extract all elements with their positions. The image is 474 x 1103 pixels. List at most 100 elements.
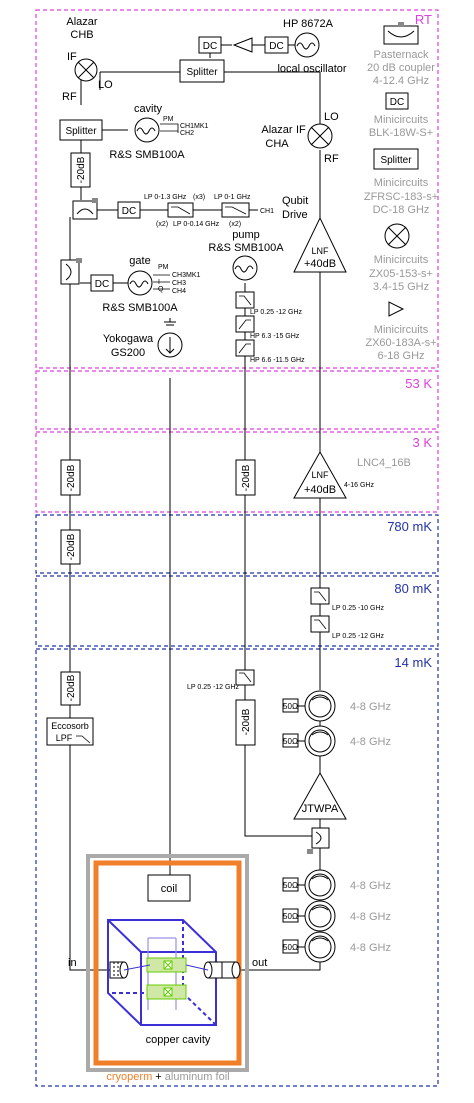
attenuator-780mk: -20dB bbox=[60, 529, 81, 565]
legend-amp-1: Minicircuits bbox=[374, 324, 429, 336]
load-5: 50Ω bbox=[282, 939, 299, 954]
filter-x2a: (x2) bbox=[156, 221, 168, 228]
load-2: 50Ω bbox=[282, 733, 299, 748]
hp-oscillator-icon bbox=[294, 32, 320, 58]
svg-text:-20dB: -20dB bbox=[66, 464, 77, 491]
cavity-port-ch2: CH2 bbox=[180, 130, 194, 137]
svg-text:DC: DC bbox=[269, 41, 283, 52]
gate-port-q: Q bbox=[158, 286, 164, 293]
isolator-3-band: 4-8 GHz bbox=[350, 880, 391, 892]
mixer-chb-rf: RF bbox=[62, 91, 77, 103]
svg-text:Splitter: Splitter bbox=[65, 126, 97, 137]
svg-text:JTWPA: JTWPA bbox=[302, 803, 339, 815]
yokogawa-line2: GS200 bbox=[111, 347, 145, 359]
gate-port-pm: PM bbox=[158, 264, 169, 271]
legend-coupler-3: 4-12.4 GHz bbox=[373, 75, 429, 87]
filter-lp-0-1.3: LP 0-1.3 GHz bbox=[144, 194, 187, 201]
pump-filter-hp1 bbox=[235, 315, 255, 333]
legend-splitter-1: Minicircuits bbox=[374, 177, 429, 189]
shield-label-plus: + bbox=[152, 1071, 165, 1083]
gate-dc-block: DC bbox=[90, 274, 114, 292]
hp-title: HP 8672A bbox=[283, 18, 334, 30]
jtwpa-amplifier: JTWPA bbox=[293, 771, 347, 820]
attenuator-3k-left: -20dB bbox=[60, 459, 81, 496]
svg-text:LNF: LNF bbox=[311, 246, 329, 256]
legend-coupler-icon bbox=[383, 22, 419, 45]
output-filter-lp2 bbox=[310, 615, 330, 633]
alazar-chb-line1: Alazar bbox=[66, 16, 98, 28]
stage-53k-box bbox=[35, 370, 439, 430]
copper-cavity-label: copper cavity bbox=[146, 1034, 211, 1046]
svg-text:50Ω: 50Ω bbox=[283, 881, 298, 890]
cavity-source-model: R&S SMB100A bbox=[109, 149, 185, 161]
legend-splitter-icon: Splitter bbox=[373, 148, 419, 170]
pump-lp-label: LP 0.25 -12 GHz bbox=[250, 309, 303, 316]
cavity-port-pm: PM bbox=[163, 116, 174, 123]
splitter-cavity: Splitter bbox=[59, 119, 103, 141]
stage-780mk-box bbox=[35, 514, 439, 574]
alazar-cha-line2: CHA bbox=[265, 138, 289, 150]
svg-text:LPF: LPF bbox=[56, 733, 73, 743]
isolator-4 bbox=[304, 900, 336, 932]
svg-text:+40dB: +40dB bbox=[304, 258, 336, 270]
output-label: out bbox=[252, 957, 267, 969]
gate-port-ch3mk1: CH3MK1 bbox=[172, 272, 201, 279]
filter-x2b: (x2) bbox=[229, 221, 241, 228]
hp-amplifier-icon bbox=[232, 37, 253, 53]
yokogawa-line1: Yokogawa bbox=[103, 333, 154, 345]
svg-text:+40dB: +40dB bbox=[304, 484, 336, 496]
coupler-pump-14mk bbox=[307, 827, 330, 854]
svg-text:50Ω: 50Ω bbox=[283, 737, 298, 746]
pump-filter-lp bbox=[235, 291, 255, 309]
legend-mixer-2: ZX05-153-s+ bbox=[369, 268, 433, 280]
cavity-source-icon bbox=[134, 117, 160, 143]
isolator-1-band: 4-8 GHz bbox=[350, 701, 391, 713]
stage-80mk-box bbox=[35, 575, 439, 647]
pump-label-2: R&S SMB100A bbox=[208, 242, 284, 254]
legend-dc-2: BLK-18W-S+ bbox=[369, 127, 433, 139]
stage-rt-label: RT bbox=[415, 12, 432, 27]
legend-coupler-2: 20 dB coupler bbox=[367, 62, 435, 74]
svg-text:-20dB: -20dB bbox=[241, 464, 252, 491]
isolator-4-band: 4-8 GHz bbox=[350, 911, 391, 923]
pump-hp1-label: HP 6.3 -15 GHz bbox=[250, 333, 300, 340]
pump-hp2-label: HP 6.6 -11.5 GHz bbox=[250, 357, 305, 364]
legend-splitter-2: ZFRSC-183-s+ bbox=[364, 191, 438, 203]
filter-x3: (x3) bbox=[193, 194, 205, 201]
isolator-2-band: 4-8 GHz bbox=[350, 736, 391, 748]
legend-mixer-icon bbox=[384, 223, 410, 249]
lnc4-band: 4-16 GHz bbox=[344, 482, 374, 489]
cavity-port-ch1mk1: CH1MK1 bbox=[180, 123, 209, 130]
output-lp1-label: LP 0.25 -10 GHz bbox=[332, 605, 385, 612]
svg-text:50Ω: 50Ω bbox=[283, 943, 298, 952]
signal-wires bbox=[69, 44, 321, 971]
gate-port-ch3: CH3 bbox=[172, 280, 186, 287]
hp-dc-block: DC bbox=[264, 36, 289, 54]
drive-port-ch1: CH1 bbox=[260, 208, 274, 215]
svg-text:50Ω: 50Ω bbox=[283, 912, 298, 921]
cryoperm-shield bbox=[93, 860, 242, 1066]
legend-dc-icon: DC bbox=[385, 92, 409, 110]
mixer-chb-lo: LO bbox=[98, 79, 113, 91]
filter-lp-0-0.14: LP 0-0.14 GHz bbox=[173, 221, 220, 228]
stage-53k-label: 53 K bbox=[405, 376, 432, 391]
gate-label: gate bbox=[129, 255, 150, 267]
load-4: 50Ω bbox=[282, 908, 299, 923]
shield-label-cryoperm: cryoperm bbox=[106, 1071, 152, 1083]
stage-3k-label: 3 K bbox=[412, 435, 432, 450]
lnc4-label: LNC4_16B bbox=[357, 457, 411, 469]
coupler-drive bbox=[72, 198, 98, 220]
pump-label-1: pump bbox=[232, 229, 260, 241]
yokogawa-current-source-icon bbox=[157, 318, 183, 358]
legend-amp-2: ZX60-183A-s+ bbox=[365, 337, 436, 349]
pump-14mk-lp-label: LP 0.25 -12 GHz bbox=[187, 684, 240, 691]
mixer-cha-if: IF bbox=[296, 124, 306, 136]
stage-14mk-label: 14 mK bbox=[394, 655, 432, 670]
legend-mixer-1: Minicircuits bbox=[374, 254, 429, 266]
legend-amp-3: 6-18 GHz bbox=[377, 350, 424, 362]
gate-port-ch4: CH4 bbox=[172, 288, 186, 295]
stage-780mk-label: 780 mK bbox=[387, 519, 432, 534]
load-1: 50Ω bbox=[282, 698, 299, 713]
isolator-5 bbox=[304, 931, 336, 963]
